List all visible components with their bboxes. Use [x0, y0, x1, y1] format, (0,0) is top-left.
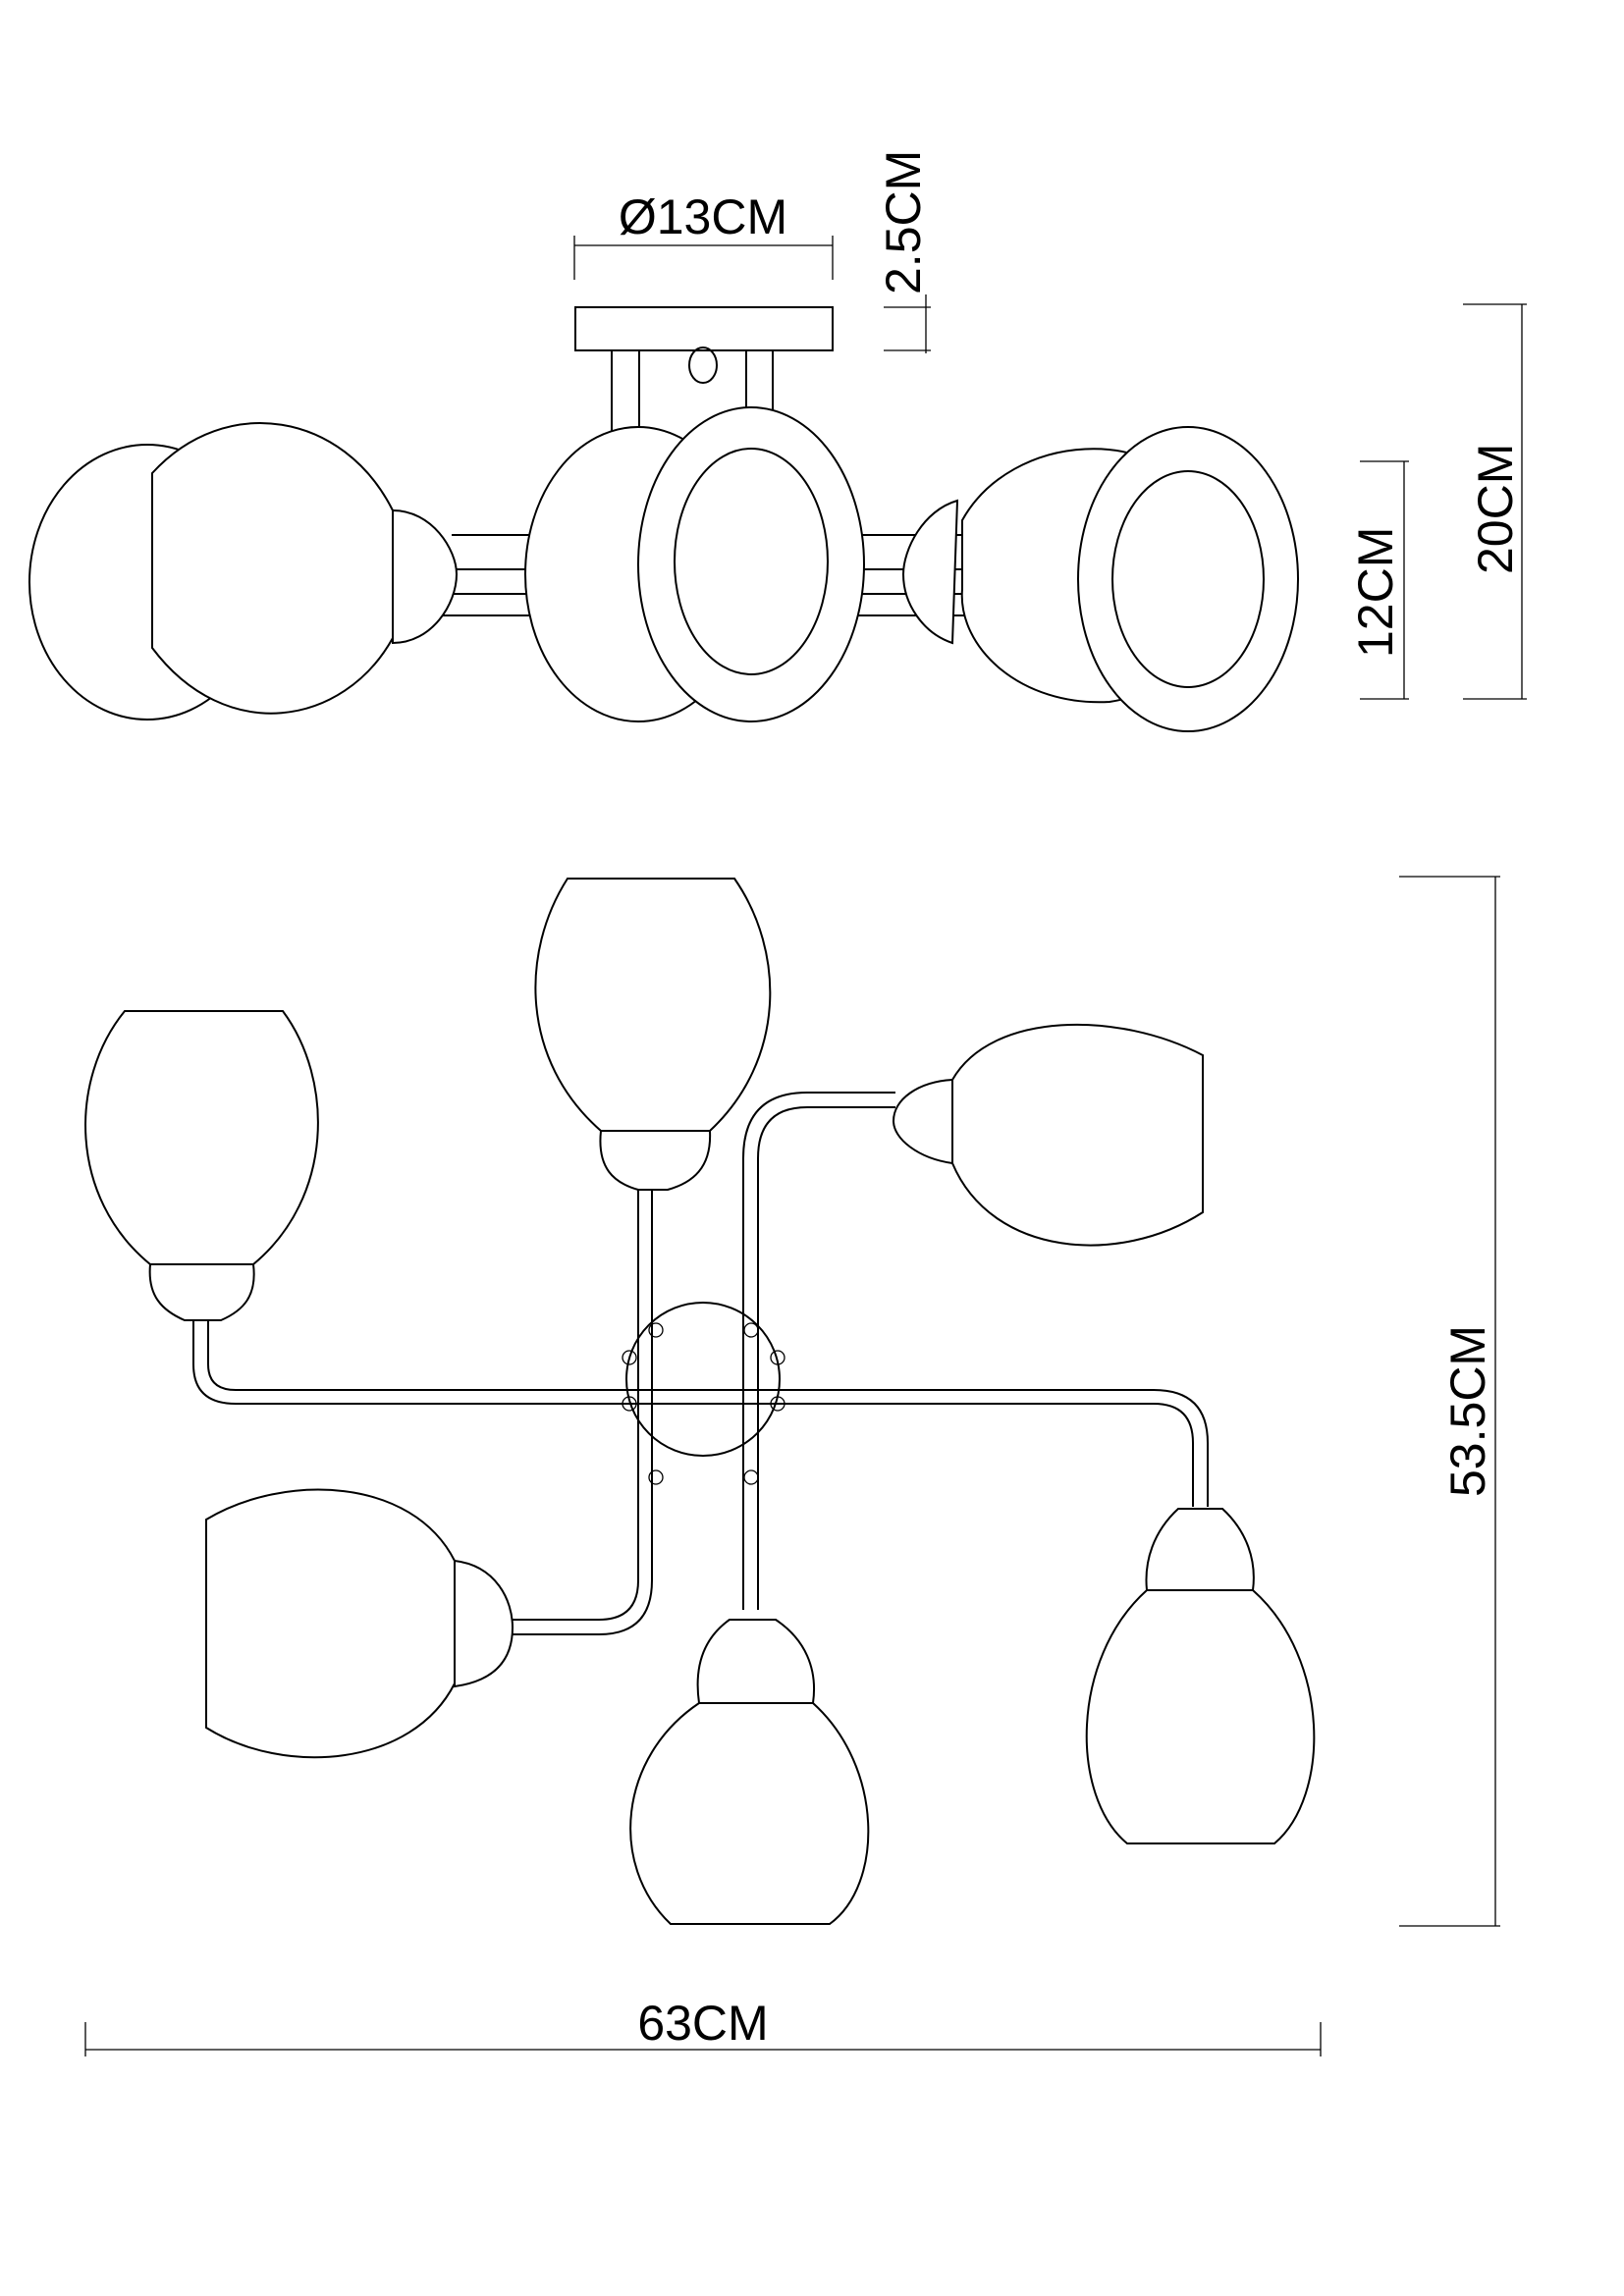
canopy	[574, 306, 834, 351]
width-label: 63CM	[637, 1996, 768, 2051]
shade-left-bottom	[205, 1488, 456, 1759]
side-view: Ø13CM 2.5CM	[28, 150, 1527, 732]
depth-label: 53.5CM	[1440, 1325, 1495, 1497]
total-height-label: 20CM	[1468, 444, 1523, 574]
canopy-height-label: 2.5CM	[876, 150, 931, 294]
shade-top-center	[534, 878, 772, 1132]
top-view: 53.5CM 63CM	[84, 876, 1500, 2056]
shade-bottom-center	[629, 1702, 870, 1925]
canopy-diameter-dimension: Ø13CM	[573, 189, 834, 280]
shade-height-dimension: 12CM	[1348, 460, 1409, 700]
shade-front-left	[151, 422, 408, 715]
canopy-height-dimension: 2.5CM	[876, 150, 931, 353]
canopy-disc	[625, 1302, 781, 1457]
depth-dimension: 53.5CM	[1399, 876, 1500, 1927]
width-dimension: 63CM	[84, 1996, 1322, 2056]
total-height-dimension: 20CM	[1463, 303, 1527, 700]
shade-right-top	[951, 1023, 1204, 1247]
canopy-diameter-label: Ø13CM	[619, 189, 787, 244]
shade-right-bottom	[1085, 1589, 1316, 1844]
shade-height-label: 12CM	[1348, 527, 1403, 658]
shade-top-left	[84, 1010, 319, 1265]
